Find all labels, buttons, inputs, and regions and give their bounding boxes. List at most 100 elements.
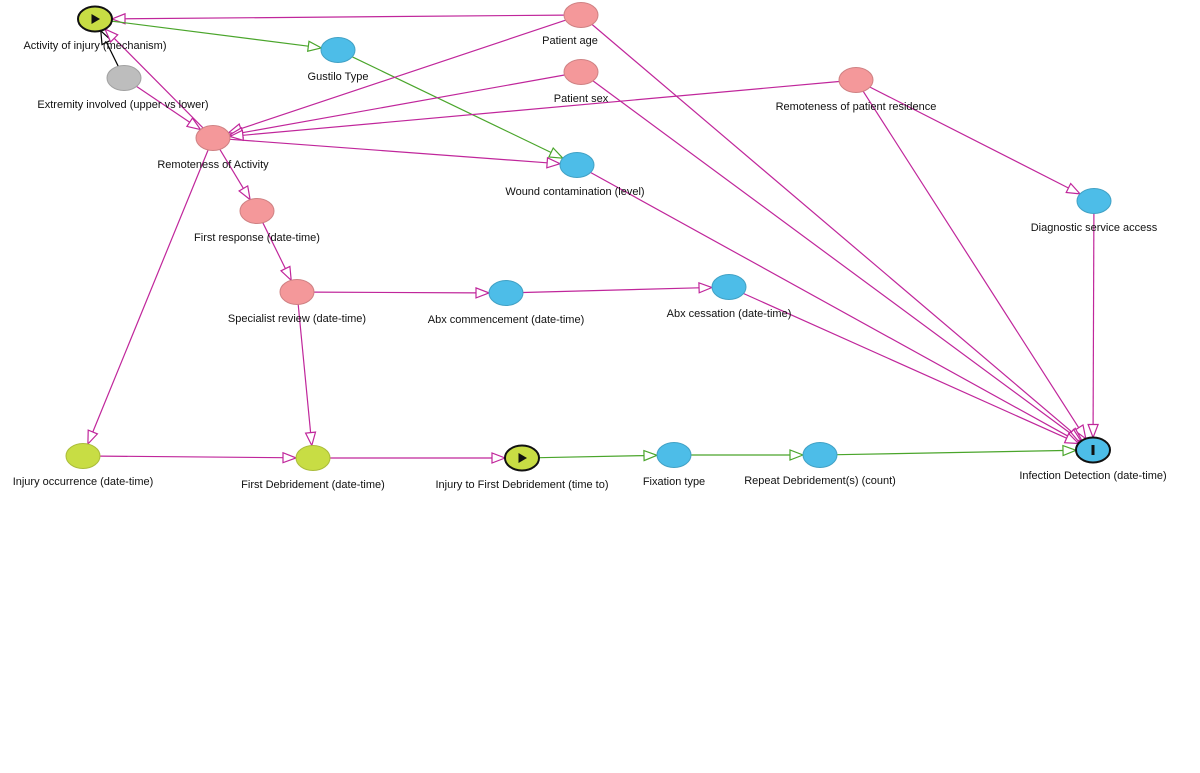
edge-line <box>836 449 1064 456</box>
edge-gustilo-to-wound[interactable] <box>351 56 565 159</box>
node-label: Patient sex <box>554 93 609 105</box>
arrowhead-icon <box>1087 423 1099 440</box>
edge-line <box>590 171 1069 437</box>
edge-remote_residence-to-infection[interactable] <box>862 90 1087 441</box>
node-remote_activity[interactable]: Remoteness of Activity <box>157 125 269 172</box>
node-ellipse <box>65 443 101 469</box>
edge-line <box>522 287 700 294</box>
node-gustilo[interactable]: Gustilo Type <box>308 37 369 84</box>
arrowhead-icon <box>185 117 202 131</box>
edge-patient_age-to-activity[interactable] <box>110 12 565 25</box>
node-label: First response (date-time) <box>194 232 320 244</box>
arrowhead-icon <box>306 40 323 52</box>
node-ellipse <box>195 125 231 151</box>
node-ellipse <box>279 279 315 305</box>
node-injury_to_debr[interactable]: Injury to First Debridement (time to) <box>436 444 609 492</box>
edge-layer <box>87 12 1099 464</box>
node-label: Diagnostic service access <box>1031 222 1158 234</box>
edge-patient_age-to-infection[interactable] <box>591 24 1084 442</box>
node-wound[interactable]: Wound contamination (level) <box>505 152 645 199</box>
edge-abx_stop-to-infection[interactable] <box>743 292 1081 445</box>
node-first_response[interactable]: First response (date-time) <box>194 198 320 245</box>
node-activity[interactable]: Activity of injury (mechanism) <box>23 5 167 53</box>
edge-extremity-to-activity[interactable] <box>100 29 119 67</box>
edge-line <box>869 86 1069 189</box>
node-label: Wound contamination (level) <box>505 186 644 198</box>
arrowhead-icon <box>547 146 565 159</box>
node-first_debr[interactable]: First Debridement (date-time) <box>241 445 385 492</box>
node-patient_age[interactable]: Patient age <box>542 2 599 48</box>
arrowhead-icon <box>304 431 317 448</box>
node-infection[interactable]: Infection Detection (date-time) <box>1019 436 1167 483</box>
node-label: Abx commencement (date-time) <box>428 314 585 326</box>
edge-line <box>592 80 1071 434</box>
edge-patient_age-to-remote_activity[interactable] <box>226 19 566 135</box>
node-ellipse <box>802 442 838 468</box>
edge-injury_to_debr-to-fixation[interactable] <box>538 449 659 462</box>
edge-first_response-to-specialist[interactable] <box>262 222 292 282</box>
edge-remote_activity-to-injury[interactable] <box>87 149 209 446</box>
edge-line <box>105 42 119 67</box>
edge-line <box>242 74 565 134</box>
edge-remote_residence-to-remote_activity[interactable] <box>228 80 840 142</box>
edge-wound-to-infection[interactable] <box>590 171 1081 444</box>
node-fixation[interactable]: Fixation type <box>643 442 705 489</box>
node-label: Fixation type <box>643 476 705 488</box>
node-ellipse <box>711 274 747 300</box>
node-ellipse <box>656 442 692 468</box>
edge-extremity-to-remote_activity[interactable] <box>136 85 202 131</box>
edge-activity-to-gustilo[interactable] <box>111 20 323 52</box>
edge-remote_activity-to-wound[interactable] <box>229 138 562 169</box>
arrowhead-icon <box>1063 432 1081 445</box>
arrowhead-icon <box>1065 182 1082 195</box>
edge-line <box>351 56 552 154</box>
edge-line <box>313 291 477 294</box>
arrowhead-icon <box>279 265 292 282</box>
node-remote_residence[interactable]: Remoteness of patient residence <box>776 67 937 114</box>
node-ellipse <box>106 65 142 91</box>
edge-patient_sex-to-infection[interactable] <box>592 80 1083 443</box>
node-ellipse <box>488 280 524 306</box>
node-label: Infection Detection (date-time) <box>1019 470 1166 482</box>
arrowhead-icon <box>546 156 562 169</box>
edge-patient_sex-to-remote_activity[interactable] <box>227 74 565 139</box>
edge-first_debr-to-injury_to_debr[interactable] <box>330 452 507 464</box>
arrowhead-icon <box>698 281 714 294</box>
node-injury[interactable]: Injury occurrence (date-time) <box>13 443 154 489</box>
edge-abx_start-to-abx_stop[interactable] <box>522 281 714 294</box>
edge-repeat_debr-to-infection[interactable] <box>836 444 1078 457</box>
edge-specialist-to-abx_start[interactable] <box>313 287 491 299</box>
edge-specialist-to-first_debr[interactable] <box>297 304 317 448</box>
node-label: Activity of injury (mechanism) <box>23 40 166 52</box>
node-diagnostic[interactable]: Diagnostic service access <box>1031 188 1158 235</box>
edge-line <box>229 138 548 164</box>
arrowhead-icon <box>789 449 805 461</box>
edge-line <box>297 304 312 433</box>
node-abx_stop[interactable]: Abx cessation (date-time) <box>667 274 792 321</box>
arrowhead-icon <box>1062 444 1078 457</box>
node-label: Repeat Debridement(s) (count) <box>744 475 896 487</box>
node-extremity[interactable]: Extremity involved (upper vs lower) <box>37 65 209 112</box>
node-abx_start[interactable]: Abx commencement (date-time) <box>428 280 585 327</box>
edge-line <box>240 19 566 130</box>
node-label: Gustilo Type <box>308 71 369 83</box>
edge-line <box>124 14 565 20</box>
edge-line <box>136 85 191 123</box>
node-patient_sex[interactable]: Patient sex <box>554 59 609 106</box>
arrowhead-icon <box>100 29 113 46</box>
edge-remote_activity-to-first_response[interactable] <box>219 149 251 202</box>
edge-diagnostic-to-infection[interactable] <box>1087 213 1099 440</box>
node-repeat_debr[interactable]: Repeat Debridement(s) (count) <box>744 442 896 488</box>
arrowhead-icon <box>1073 424 1087 441</box>
node-label: Injury occurrence (date-time) <box>13 476 154 488</box>
edge-injury-to-first_debr[interactable] <box>99 451 298 464</box>
edge-remote_residence-to-diagnostic[interactable] <box>869 86 1082 195</box>
outcome-bar-icon <box>1091 445 1095 455</box>
node-label: Remoteness of patient residence <box>776 101 937 113</box>
node-specialist[interactable]: Specialist review (date-time) <box>228 279 366 326</box>
edge-line <box>92 149 209 433</box>
edge-line <box>538 455 645 459</box>
edge-fixation-to-repeat_debr[interactable] <box>691 449 805 461</box>
edge-remote_activity-to-activity[interactable] <box>103 27 204 129</box>
